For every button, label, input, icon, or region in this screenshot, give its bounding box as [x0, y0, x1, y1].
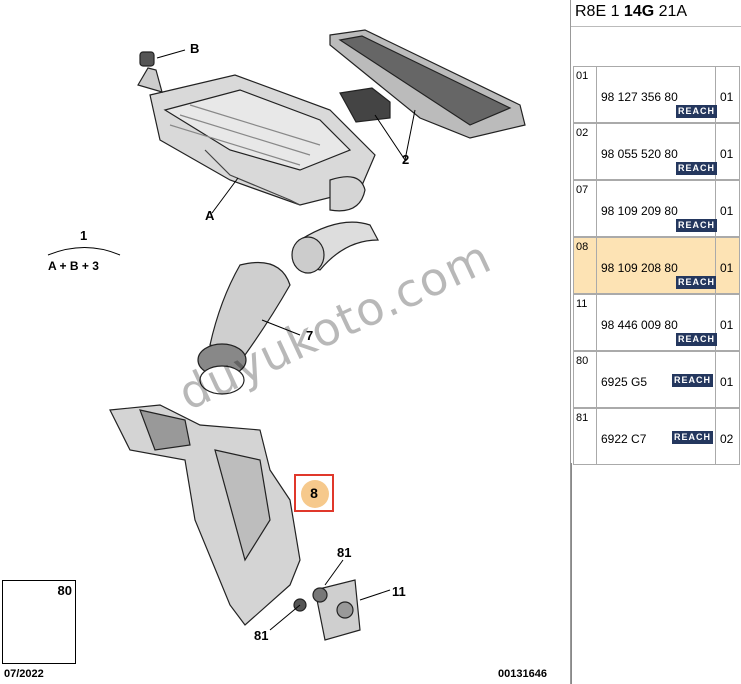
highlighted-callout-8[interactable]: 8 [294, 474, 334, 512]
diagram-code: R8E 1 14G 21A [575, 3, 687, 21]
part-quantity-cell: 01 [716, 66, 740, 123]
callout-2: 2 [402, 152, 410, 167]
inset-bolt-80: 80 [2, 580, 76, 664]
part-quantity: 01 [720, 261, 734, 275]
reach-badge: REACH [672, 374, 714, 387]
callout-8: 8 [310, 485, 318, 501]
callout-a: A [205, 208, 215, 223]
part-reference[interactable]: 98 446 009 80 [601, 318, 678, 332]
reach-badge: REACH [676, 105, 718, 118]
code-suffix: 21A [654, 3, 688, 20]
divider [571, 26, 741, 27]
part-quantity-cell: 01 [716, 237, 740, 294]
part-reference[interactable]: 6925 G5 [601, 375, 648, 389]
callout-11: 11 [392, 584, 406, 599]
reach-badge: REACH [676, 333, 718, 346]
exploded-parts-diagram: B A 1 A + B + 3 2 7 81 11 81 8 80 duyuko… [2, 29, 547, 680]
code-prefix: R8E 1 [575, 3, 624, 20]
part-quantity: 01 [720, 375, 734, 389]
part-row[interactable]: 80 6925 G5 REACH 01 [573, 351, 741, 408]
part-quantity-cell: 01 [716, 180, 740, 237]
part-index: 81 [573, 408, 596, 465]
part-quantity-cell: 02 [716, 408, 740, 465]
part-quantity: 01 [720, 318, 734, 332]
hose-lower [209, 261, 291, 356]
resonator [109, 404, 301, 626]
reach-badge: REACH [676, 219, 718, 232]
part-row[interactable]: 81 6922 C7 REACH 02 [573, 408, 741, 465]
part-quantity-cell: 01 [716, 351, 740, 408]
part-reference[interactable]: 98 109 209 80 [601, 204, 678, 218]
code-bold: 14G [623, 3, 655, 20]
diagram-date: 07/2022 [4, 668, 44, 680]
part-reference-cell: 6922 C7 REACH [596, 408, 716, 465]
parts-illustration [11, 29, 526, 651]
inset-label: 80 [57, 583, 72, 598]
divider [571, 463, 572, 684]
part-quantity: 02 [720, 432, 734, 446]
part-quantity-cell: 01 [716, 123, 740, 180]
part-index: 11 [573, 294, 596, 351]
part-reference[interactable]: 6922 C7 [601, 432, 647, 446]
part-quantity: 01 [720, 90, 734, 104]
reach-badge: REACH [672, 431, 714, 444]
callout-7: 7 [306, 328, 314, 343]
callout-group-formula: A + B + 3 [48, 259, 99, 273]
part-index: 80 [573, 351, 596, 408]
part-quantity: 01 [720, 204, 734, 218]
callout-b: B [190, 41, 200, 56]
diagram-doc-number: 00131646 [498, 668, 547, 680]
part-quantity-cell: 01 [716, 294, 740, 351]
reach-badge: REACH [676, 276, 718, 289]
highlight-marker [301, 480, 329, 508]
callout-group-1: 1 [80, 228, 88, 243]
callout-81-top: 81 [337, 545, 352, 560]
part-reference[interactable]: 98 055 520 80 [601, 147, 678, 161]
part-reference[interactable]: 98 127 356 80 [601, 90, 678, 104]
filter-foam [339, 87, 391, 123]
part-reference-cell: 6925 G5 REACH [596, 351, 716, 408]
part-index: 01 [573, 66, 596, 123]
part-index: 07 [573, 180, 596, 237]
part-index: 02 [573, 123, 596, 180]
part-index: 08 [573, 237, 596, 294]
part-quantity: 01 [720, 147, 734, 161]
callout-81-bottom: 81 [254, 628, 269, 643]
rubber-mount [139, 51, 155, 67]
part-reference[interactable]: 98 109 208 80 [601, 261, 678, 275]
reach-badge: REACH [676, 162, 718, 175]
